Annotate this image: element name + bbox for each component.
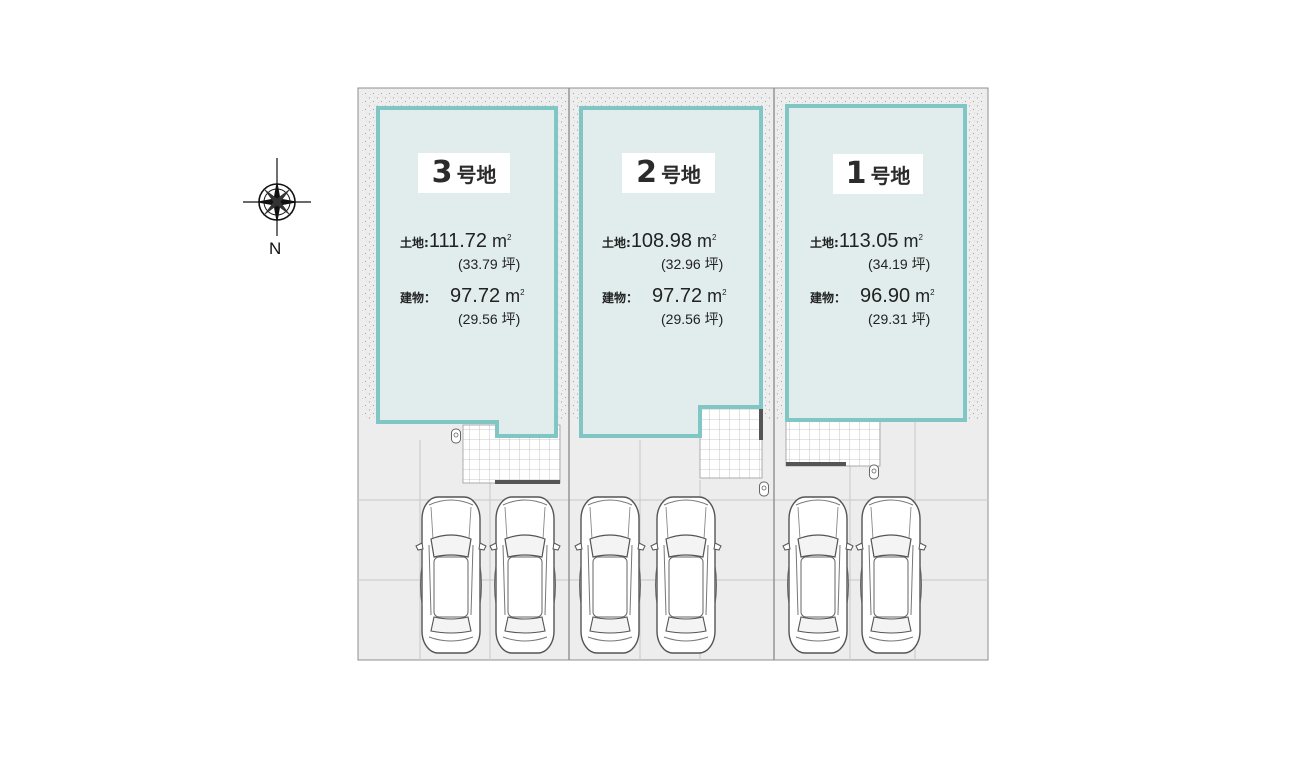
lot-1-building-value: 96.90 (860, 285, 911, 307)
lot-3-suffix: 号地 (456, 163, 497, 187)
entry-tiles-lot-2 (699, 404, 763, 479)
lot-2-building-caption: 建物： (602, 291, 639, 305)
meter-lot-3 (451, 428, 461, 444)
meter-lot-2 (759, 481, 769, 497)
lot-3-land-tsubo: (33.79 坪) (458, 256, 521, 272)
lot-1-land-tsubo: (34.19 坪) (868, 256, 931, 272)
lot-3-land-area: 土地: 111.72 m2 (400, 230, 512, 252)
lot-1-building-tsubo: (29.31 坪) (868, 311, 931, 327)
lot-3-building-area: 建物： 97.72 m2 (400, 285, 525, 307)
lot-2-building-tsubo: (29.56 坪) (661, 311, 724, 327)
lot-2-land-area: 土地: 108.98 m2 (602, 230, 717, 252)
compass-icon (243, 158, 311, 236)
entry-step-lot-1 (786, 462, 846, 466)
lot-3-building-caption: 建物： (400, 291, 437, 305)
lot-3-land-value: 111.72 (428, 230, 488, 252)
lot-2-number: 2 (636, 155, 657, 190)
car-3a (415, 496, 487, 654)
lot-1-building-area: 建物： 96.90 m2 (810, 285, 935, 307)
building-lot-1 (785, 104, 967, 422)
lot-dividers (568, 88, 775, 660)
north-label: N (269, 239, 282, 258)
entry-step-lot-3 (495, 480, 560, 484)
lot-2-land-value: 108.98 (630, 230, 692, 252)
lot-1-suffix: 号地 (870, 164, 911, 188)
car-1b (855, 496, 927, 654)
lot-2-building-value: 97.72 (652, 285, 703, 307)
car-3b (489, 496, 561, 654)
lot-1-land-value: 113.05 (838, 230, 899, 252)
lot-2-land-tsubo: (32.96 坪) (661, 256, 724, 272)
lot-3-building-tsubo: (29.56 坪) (458, 311, 521, 327)
lot-2-land-caption: 土地: (602, 236, 631, 250)
entry-step-lot-2 (759, 405, 763, 440)
lot-1-number: 1 (845, 156, 867, 191)
lot-1-land-caption: 土地: (810, 236, 839, 250)
lot-3-building-value: 97.72 (450, 285, 501, 307)
meter-lot-1 (869, 464, 879, 480)
car-2b (650, 496, 722, 654)
car-1a (782, 496, 854, 654)
lot-2-suffix: 号地 (660, 163, 701, 187)
lot-3-land-caption: 土地: (400, 236, 429, 250)
entry-tiles-lot-1 (785, 419, 881, 467)
car-2a (574, 496, 646, 654)
lot-3-number: 3 (431, 155, 453, 190)
lot-1-land-area: 土地: 113.05 m2 (810, 230, 923, 252)
lot-2-building-area: 建物： 97.72 m2 (602, 285, 727, 307)
lot-1-building-caption: 建物： (810, 291, 847, 305)
